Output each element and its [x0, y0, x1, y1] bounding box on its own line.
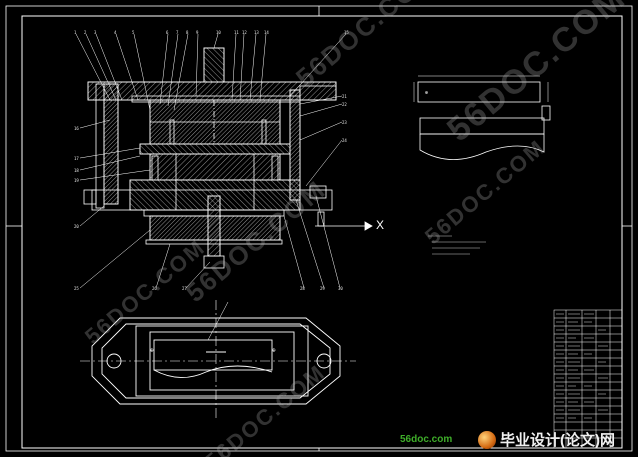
part-number-label: 14 — [264, 30, 269, 35]
part-number-label: 8 — [186, 30, 189, 35]
part-number-label: 27 — [182, 286, 187, 291]
part-number-label: 18 — [74, 168, 79, 173]
part-number-label: 7 — [176, 30, 179, 35]
part-number-label: 5 — [132, 30, 135, 35]
tech-notes — [428, 235, 486, 255]
inner-border — [21, 15, 623, 449]
watermark-url: 56doc.com — [400, 434, 453, 445]
part-number-label: 4 — [114, 30, 117, 35]
part-number-label: 26 — [152, 286, 157, 291]
part-number-label: 28 — [300, 286, 305, 291]
part-number-label: 2 — [84, 30, 87, 35]
part-number-label: 9 — [196, 30, 199, 35]
part-number-label: 12 — [242, 30, 247, 35]
part-number-label: 21 — [342, 94, 347, 99]
logo-icon — [478, 430, 496, 449]
part-number-label: 15 — [344, 30, 349, 35]
section-view-label: X — [376, 218, 385, 232]
part-number-label: 22 — [342, 102, 347, 107]
leader-lines — [75, 33, 347, 289]
part-number-label: 25 — [74, 286, 79, 291]
part-number-label: 16 — [74, 126, 79, 131]
part-number-label: 13 — [254, 30, 259, 35]
part-number-label: 30 — [338, 286, 343, 291]
parts-list-fill — [556, 313, 608, 419]
part-number-label: 6 — [166, 30, 169, 35]
part-detail-view: ⊕ — [413, 75, 551, 160]
part-number-label: 29 — [320, 286, 325, 291]
parts-list-table — [553, 309, 623, 449]
part-number-label: 3 — [94, 30, 97, 35]
part-number-label: 17 — [74, 156, 79, 161]
svg-text:⊕: ⊕ — [150, 347, 154, 354]
part-number-label: 24 — [342, 138, 347, 143]
svg-text:⊕: ⊕ — [425, 90, 428, 96]
logo-text: 毕业设计(论文)网 — [500, 432, 615, 449]
part-number-label: 11 — [234, 30, 239, 35]
assembly-section-view — [83, 47, 373, 269]
site-logo: 毕业设计(论文)网 — [478, 429, 615, 450]
plan-view: ⊕ ⊕ — [80, 300, 356, 420]
part-number-label: 20 — [74, 224, 79, 229]
part-number-label: 10 — [216, 30, 221, 35]
part-number-label: 23 — [342, 120, 347, 125]
svg-text:⊕: ⊕ — [272, 347, 276, 354]
part-number-label: 1 — [74, 30, 77, 35]
part-number-label: 19 — [74, 178, 79, 183]
